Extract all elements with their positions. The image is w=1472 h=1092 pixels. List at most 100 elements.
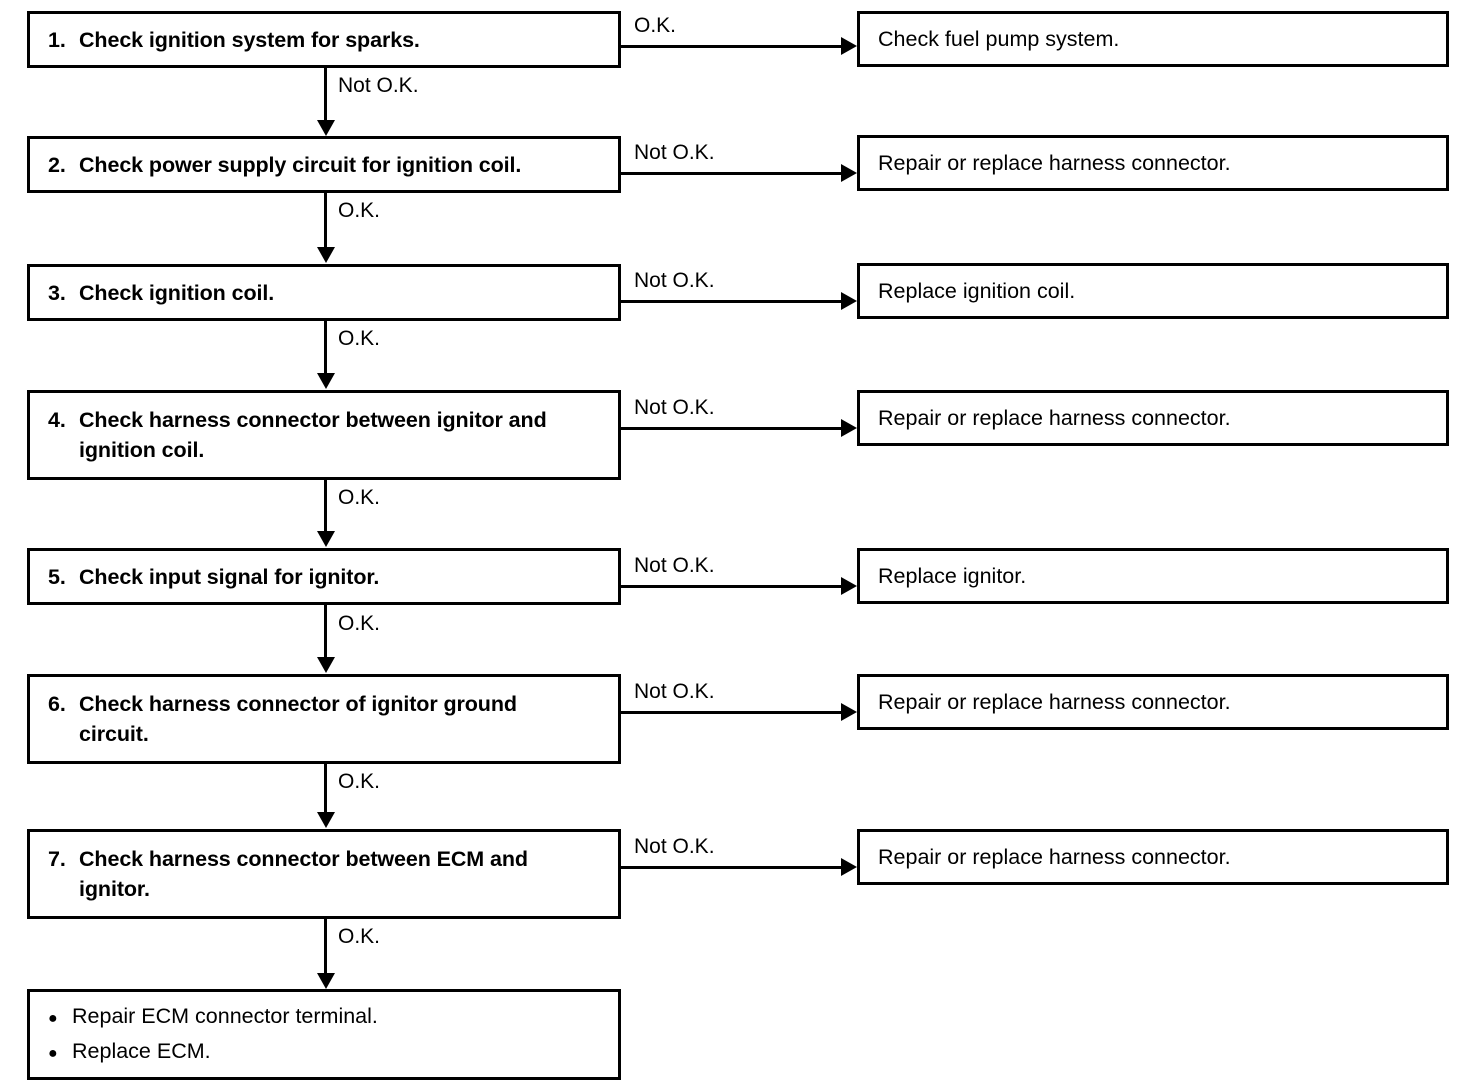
action-box-6-text: Repair or replace harness connector.	[878, 690, 1231, 714]
step-box-7-number: 7.	[48, 847, 66, 871]
step-box-7-content: 7. Check harness connector between ECM a…	[30, 844, 618, 904]
action-box-5[interactable]: Replace ignitor.	[857, 548, 1449, 604]
step-box-4[interactable]: 4. Check harness connector between ignit…	[27, 390, 621, 480]
step-box-3-number: 3.	[48, 280, 66, 305]
action-box-7-text: Repair or replace harness connector.	[878, 845, 1231, 869]
step-box-6[interactable]: 6. Check harness connector of ignitor gr…	[27, 674, 621, 764]
flow-connector-5	[324, 605, 327, 658]
branch-arrowhead-1	[841, 37, 857, 55]
action-box-2-text: Repair or replace harness connector.	[878, 151, 1231, 175]
bullet-icon: ●	[48, 1009, 58, 1027]
step-box-5[interactable]: 5. Check input signal for ignitor.	[27, 548, 621, 605]
branch-label-5: Not O.K.	[634, 554, 715, 577]
action-box-3-text: Replace ignition coil.	[878, 279, 1076, 303]
branch-arrowhead-6	[841, 703, 857, 721]
step-box-4-text-cont: ignition coil.	[79, 438, 205, 462]
step-box-2[interactable]: 2. Check power supply circuit for igniti…	[27, 136, 621, 193]
branch-connector-1	[621, 45, 843, 48]
step-box-4-line-2: ignition coil.	[48, 435, 600, 465]
result-item-2: ● Replace ECM.	[48, 1035, 600, 1070]
action-box-6[interactable]: Repair or replace harness connector.	[857, 674, 1449, 730]
flow-arrowhead-1	[317, 120, 335, 136]
step-box-6-number: 6.	[48, 692, 66, 716]
branch-label-4: Not O.K.	[634, 396, 715, 419]
step-box-1-text: Check ignition system for sparks.	[79, 27, 420, 52]
step-box-3-line-1: 3. Check ignition coil.	[48, 278, 600, 308]
flow-arrowhead-5	[317, 657, 335, 673]
flow-arrowhead-7	[317, 973, 335, 989]
step-box-2-content: 2. Check power supply circuit for igniti…	[30, 150, 618, 180]
branch-connector-6	[621, 711, 843, 714]
step-box-4-content: 4. Check harness connector between ignit…	[30, 405, 618, 465]
action-box-7[interactable]: Repair or replace harness connector.	[857, 829, 1449, 885]
flow-arrowhead-6	[317, 812, 335, 828]
branch-label-6: Not O.K.	[634, 680, 715, 703]
action-box-3[interactable]: Replace ignition coil.	[857, 263, 1449, 319]
flow-label-5: O.K.	[338, 612, 381, 635]
step-box-6-line-2: circuit.	[48, 719, 600, 749]
bullet-icon: ●	[48, 1044, 58, 1062]
action-box-1[interactable]: Check fuel pump system.	[857, 11, 1449, 67]
flow-arrowhead-3	[317, 373, 335, 389]
result-item-2-text: Replace ECM.	[72, 1038, 211, 1063]
action-box-4[interactable]: Repair or replace harness connector.	[857, 390, 1449, 446]
flow-arrowhead-4	[317, 531, 335, 547]
step-box-2-number: 2.	[48, 152, 66, 177]
result-box[interactable]: ● Repair ECM connector terminal. ● Repla…	[27, 989, 621, 1080]
flow-label-6: O.K.	[338, 770, 381, 793]
step-box-5-text: Check input signal for ignitor.	[79, 564, 380, 589]
branch-label-2: Not O.K.	[634, 141, 715, 164]
flow-connector-6	[324, 764, 327, 814]
result-item-1: ● Repair ECM connector terminal.	[48, 1000, 600, 1035]
step-box-6-line-1: 6. Check harness connector of ignitor gr…	[48, 689, 600, 719]
branch-connector-2	[621, 172, 843, 175]
action-box-1-text: Check fuel pump system.	[878, 27, 1120, 51]
step-box-2-text: Check power supply circuit for ignition …	[79, 152, 522, 177]
step-box-6-text: Check harness connector of ignitor groun…	[79, 692, 517, 716]
step-box-1-line-1: 1. Check ignition system for sparks.	[48, 25, 600, 55]
flow-label-1: Not O.K.	[338, 74, 419, 97]
branch-arrowhead-5	[841, 577, 857, 595]
step-box-1[interactable]: 1. Check ignition system for sparks.	[27, 11, 621, 68]
action-box-2[interactable]: Repair or replace harness connector.	[857, 135, 1449, 191]
step-box-7-text-cont: ignitor.	[79, 877, 150, 901]
branch-label-1: O.K.	[634, 14, 677, 37]
step-box-4-line-1: 4. Check harness connector between ignit…	[48, 405, 600, 435]
action-box-5-text: Replace ignitor.	[878, 564, 1027, 588]
step-box-4-number: 4.	[48, 408, 66, 432]
branch-arrowhead-3	[841, 292, 857, 310]
branch-connector-3	[621, 300, 843, 303]
flow-arrowhead-2	[317, 247, 335, 263]
step-box-7-text: Check harness connector between ECM and	[79, 847, 528, 871]
result-box-content: ● Repair ECM connector terminal. ● Repla…	[30, 1000, 618, 1070]
flow-connector-3	[324, 320, 327, 374]
step-box-5-content: 5. Check input signal for ignitor.	[30, 562, 618, 592]
branch-connector-5	[621, 585, 843, 588]
step-box-3[interactable]: 3. Check ignition coil.	[27, 264, 621, 321]
branch-arrowhead-2	[841, 164, 857, 182]
step-box-4-text: Check harness connector between ignitor …	[79, 408, 547, 432]
flow-connector-7	[324, 919, 327, 975]
branch-connector-7	[621, 866, 843, 869]
flow-label-4: O.K.	[338, 486, 381, 509]
step-box-6-text-cont: circuit.	[79, 722, 149, 746]
flow-label-2: O.K.	[338, 199, 381, 222]
branch-connector-4	[621, 427, 843, 430]
branch-arrowhead-4	[841, 419, 857, 437]
result-item-1-text: Repair ECM connector terminal.	[72, 1003, 378, 1028]
flow-label-7: O.K.	[338, 925, 381, 948]
step-box-3-content: 3. Check ignition coil.	[30, 278, 618, 308]
step-box-1-content: 1. Check ignition system for sparks.	[30, 25, 618, 55]
action-box-4-text: Repair or replace harness connector.	[878, 406, 1231, 430]
step-box-1-number: 1.	[48, 27, 66, 52]
branch-arrowhead-7	[841, 858, 857, 876]
flow-connector-2	[324, 193, 327, 248]
step-box-7-line-2: ignitor.	[48, 874, 600, 904]
step-box-7[interactable]: 7. Check harness connector between ECM a…	[27, 829, 621, 919]
step-box-6-content: 6. Check harness connector of ignitor gr…	[30, 689, 618, 749]
branch-label-7: Not O.K.	[634, 835, 715, 858]
step-box-5-line-1: 5. Check input signal for ignitor.	[48, 562, 600, 592]
flow-connector-1	[324, 68, 327, 122]
step-box-3-text: Check ignition coil.	[79, 280, 275, 305]
